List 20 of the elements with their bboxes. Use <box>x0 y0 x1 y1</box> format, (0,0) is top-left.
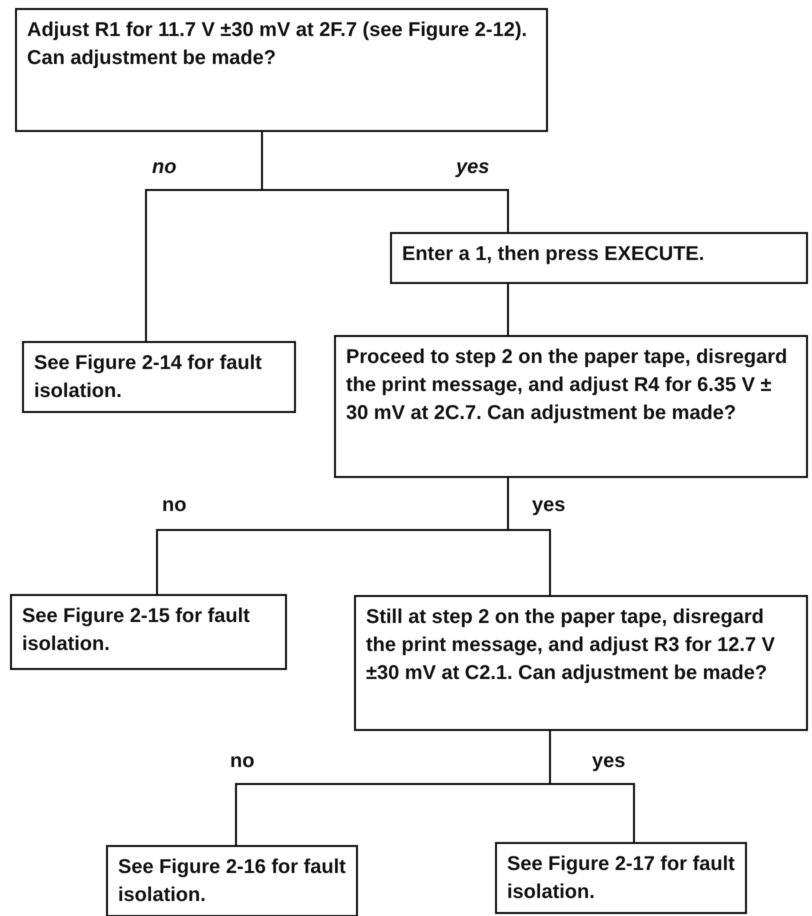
connector-line <box>261 132 509 232</box>
box-text: See Figure 2-16 for fault isolation. <box>118 855 346 908</box>
process-box <box>334 335 808 478</box>
process-box <box>22 341 296 413</box>
process-box <box>10 594 287 670</box>
process-box <box>390 232 808 284</box>
box-text: Proceed to step 2 on the paper tape, disregard the print message, and adjust R4 for 6.35 V ± 30 mV at 2C.7. Can adjustment be made? <box>346 345 788 426</box>
box-text: See Figure 2-17 for fault isolation. <box>507 852 735 905</box>
box-text: Still at step 2 on the paper tape, disregard the print message, and adjust R3 for 12.7 V ±30 mV at C2.1. Can adjustment be made? <box>366 605 776 686</box>
process-box <box>354 595 808 731</box>
process-box <box>15 8 548 132</box>
connector-line <box>507 478 551 595</box>
box-text: Enter a 1, then press EXECUTE. <box>402 242 706 267</box>
connector-line <box>507 284 509 335</box>
connector-line <box>549 731 635 842</box>
box-text: See Figure 2-15 for fault isolation. <box>22 604 251 657</box>
process-box <box>106 845 358 916</box>
process-box <box>495 842 747 914</box>
box-text: See Figure 2-14 for fault isolation. <box>34 351 263 404</box>
box-text: Adjust R1 for 11.7 V ±30 mV at 2F.7 (see Figure 2-12). Can adjustment be made? <box>27 18 528 71</box>
